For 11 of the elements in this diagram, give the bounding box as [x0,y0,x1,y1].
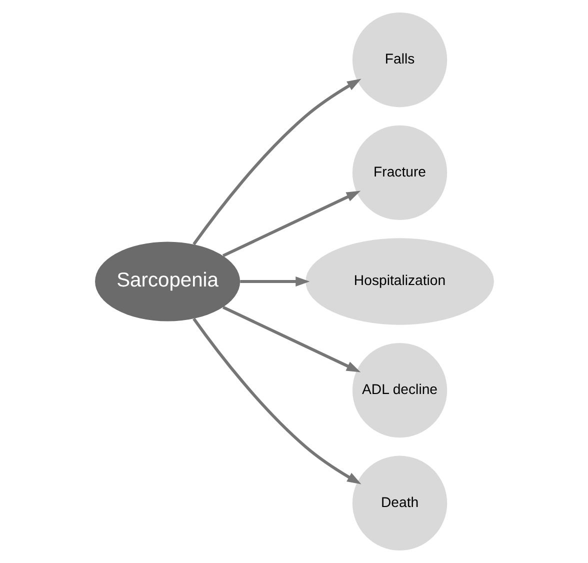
node-ellipse: Sarcopenia [94,242,240,322]
node-ellipse: Hospitalization [305,238,494,325]
arrow [222,190,360,258]
arrow [222,306,360,372]
arrow [192,78,361,246]
node-circle: ADL decline [352,342,447,438]
arrow [240,276,310,286]
node-circle: Falls [352,12,447,108]
node-circle: Fracture [352,125,447,220]
node-circle: Death [352,456,447,550]
arrow [192,318,361,484]
